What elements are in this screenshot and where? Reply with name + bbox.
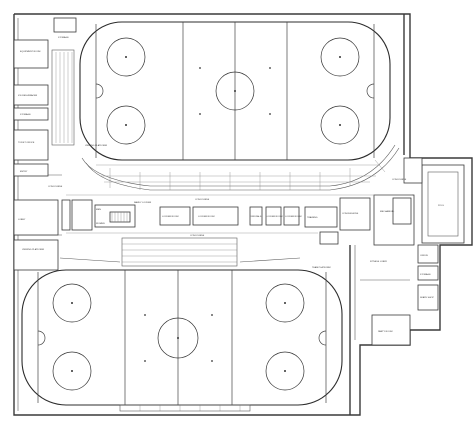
label-concourse-upper: CONCOURSE — [48, 186, 63, 188]
label-storage-3: STORAGE — [58, 36, 69, 39]
left-rooms — [13, 17, 77, 271]
label-skate-shop: SKATE SHOP — [420, 296, 434, 299]
label-family: FAMILY LOCKER — [134, 201, 152, 204]
label-team-platform: TEAM PLATFORM — [312, 266, 331, 269]
label-concourse-mid: CONCOURSE — [195, 199, 210, 201]
label-concourse-right: CONCOURSE — [392, 179, 407, 181]
upper-rink — [79, 21, 391, 161]
label-entry: ENTRY — [20, 171, 28, 173]
label-lower-platform: VIEWING PLATFORM — [22, 248, 44, 251]
room-labels: EQUIPMENT ROOM ICE RESURFACER STORAGE TI… — [18, 36, 445, 333]
label-concourse-lower: CONCOURSE — [190, 235, 205, 237]
label-lobby: LOBBY — [18, 219, 26, 221]
label-locker-4: LOCKER ROOM — [285, 216, 302, 218]
label-mens: MEN — [96, 209, 101, 211]
label-office: OFFICE — [420, 255, 429, 257]
right-wing — [360, 157, 465, 346]
label-fitness-lobby: FITNESS LOBBY — [370, 261, 388, 263]
label-concessions: CONCESSIONS — [342, 213, 359, 215]
label-mechanical: MECHANICAL — [380, 210, 395, 213]
lower-bleachers — [59, 237, 301, 412]
label-ice-resurfacer: ICE RESURFACER — [18, 94, 38, 97]
label-party-room: PARTY ROOM — [378, 330, 393, 333]
lower-rink — [21, 269, 343, 406]
label-ticket: TICKET OFFICE — [18, 142, 35, 144]
label-womens: WOMEN — [96, 223, 105, 225]
label-locker-3: LOCKER ROOM — [266, 216, 283, 218]
label-equipment-room: EQUIPMENT ROOM — [20, 51, 41, 53]
label-storage: STORAGE — [20, 113, 31, 116]
label-pool: POOL — [438, 205, 445, 207]
upper-bleachers — [51, 49, 400, 191]
label-locker-1: LOCKER ROOM — [162, 216, 179, 218]
central-rooms — [66, 194, 415, 246]
label-training: TRAINING — [307, 216, 318, 219]
label-locker-2: LOCKER ROOM — [198, 216, 215, 218]
label-storage-2: STORAGE — [420, 273, 431, 276]
label-upper-platform: VIEWING PLATFORM — [85, 144, 107, 147]
label-officials: OFFICIALS — [250, 215, 262, 218]
